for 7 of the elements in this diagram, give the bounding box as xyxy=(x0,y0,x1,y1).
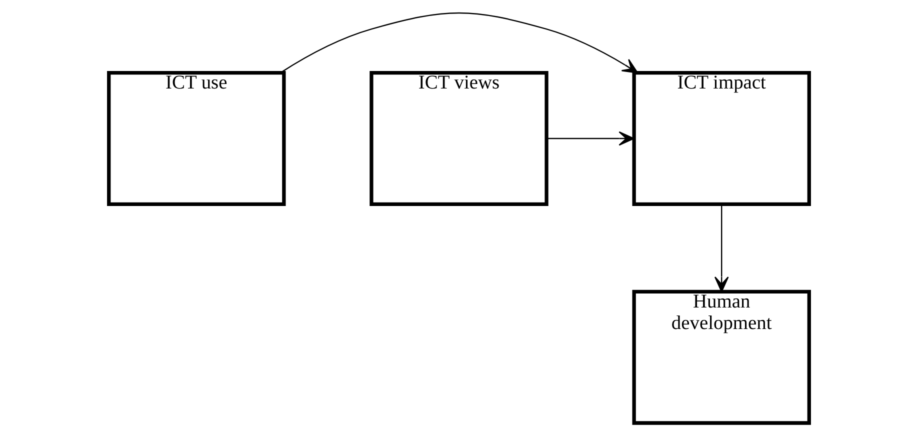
arrow xyxy=(280,12,638,74)
node-box: ICT views xyxy=(370,71,548,206)
node-box: ICT use xyxy=(107,71,286,206)
node-box: Human development xyxy=(632,290,811,425)
arrow xyxy=(546,131,634,146)
node-box: ICT impact xyxy=(632,71,811,206)
arrow xyxy=(714,204,729,292)
